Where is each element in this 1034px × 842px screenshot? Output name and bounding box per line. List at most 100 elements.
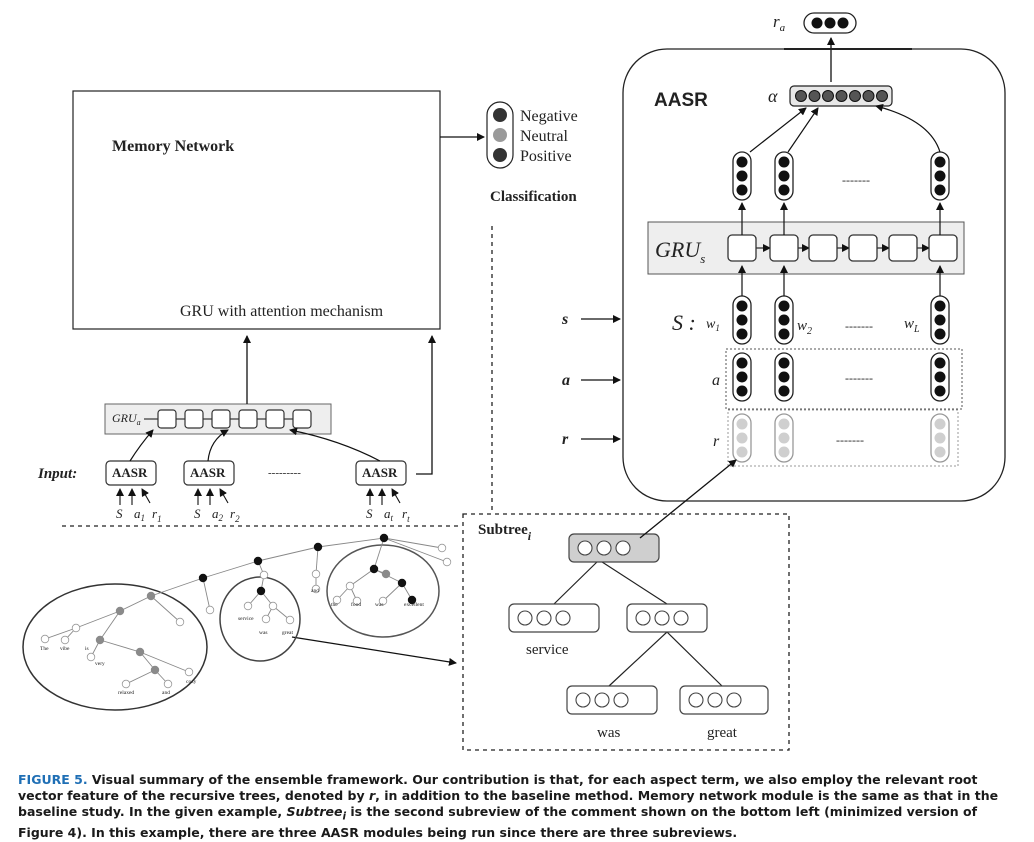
- tree-node: [378, 596, 388, 606]
- r-row-label: r: [713, 433, 720, 450]
- tree-node: [311, 569, 321, 579]
- ext-a-label: a: [562, 372, 570, 389]
- w2-label: w2: [797, 318, 812, 337]
- tree-node: [86, 652, 96, 662]
- tree-edge: [202, 560, 259, 579]
- subtree-node-inner-unit: [654, 610, 670, 626]
- tree-edge: [317, 537, 385, 548]
- label-neutral: Neutral: [520, 128, 569, 145]
- tree-node: [150, 665, 160, 675]
- root-vector-node: [934, 432, 946, 444]
- aspect-vector-node: [736, 357, 748, 369]
- word-vector-node: [934, 328, 946, 340]
- tree-word: service: [238, 616, 254, 622]
- tree-edge: [383, 537, 448, 563]
- tree-edge: [99, 610, 121, 641]
- root-vector-node: [934, 418, 946, 430]
- ra-label: ra: [773, 12, 786, 34]
- input-arrow: [391, 488, 401, 504]
- aspect-vector-node: [778, 371, 790, 383]
- word-vector-node: [934, 314, 946, 326]
- gru-s-cell: [928, 234, 958, 262]
- tree-node: [261, 614, 271, 624]
- tree-edge: [383, 537, 443, 549]
- tree-node: [407, 595, 417, 605]
- tree-edge: [257, 546, 319, 562]
- tree-node: [146, 591, 156, 601]
- root-vector-node: [934, 446, 946, 458]
- input-a: a1: [134, 506, 145, 523]
- input-r: r2: [230, 506, 240, 524]
- alpha-label: α: [768, 86, 778, 106]
- subtree-node-service: [508, 603, 600, 633]
- subtree-panel: Subtreei service was great: [462, 513, 790, 751]
- tree-edge: [315, 546, 319, 575]
- input-r: r1: [152, 506, 162, 524]
- subtree-node-great-unit: [688, 692, 704, 708]
- tree-word: and: [311, 588, 319, 594]
- attention-arrow: [749, 107, 807, 153]
- gru-attention-label: GRU with attention mechanism: [180, 303, 384, 320]
- tree-node: [121, 679, 131, 689]
- subtree-node-service-unit: [555, 610, 571, 626]
- wl-label: wL: [904, 316, 920, 335]
- input-a: at: [384, 506, 394, 523]
- attention-arrow: [787, 107, 819, 153]
- gru-a-cell: [238, 409, 258, 429]
- tree-word: vibe: [60, 646, 70, 652]
- tree-node: [397, 578, 407, 588]
- tree-node: [256, 586, 266, 596]
- subtree-root-node: [568, 533, 660, 563]
- hidden-output-vector-node: [778, 156, 790, 168]
- tree-node: [345, 581, 355, 591]
- root-vector-node: [778, 446, 790, 458]
- subtree-node-was-unit: [594, 692, 610, 708]
- gru-a-layer: GRUa: [104, 403, 332, 435]
- gru-a-cell: [292, 409, 312, 429]
- attention-arrow: [875, 103, 941, 153]
- input-s: S: [194, 506, 201, 521]
- dots-r: -------: [836, 433, 864, 447]
- tree-node: [163, 679, 173, 689]
- caption-text-1: Visual summary of the ensemble framework…: [18, 772, 978, 803]
- tree-node: [95, 635, 105, 645]
- subtree-word-was: was: [597, 725, 620, 741]
- tree-node: [253, 556, 263, 566]
- s-row-label: S :: [672, 310, 696, 335]
- tree-word: great: [282, 630, 293, 636]
- subtree-node-was: [566, 685, 658, 715]
- caption-text-2: , in addition to the baseline method. Me…: [18, 788, 999, 819]
- memory-network-module: Memory Network GRU with attention mechan…: [72, 90, 441, 330]
- label-negative: Negative: [520, 108, 578, 125]
- aspect-vector-node: [736, 371, 748, 383]
- tree-node: [313, 542, 323, 552]
- tree-node: [40, 634, 50, 644]
- tree-node: [369, 564, 379, 574]
- tree-node: [437, 543, 447, 553]
- tree-node: [332, 595, 342, 605]
- subtree-word-service: service: [526, 642, 569, 658]
- tree-node: [259, 570, 269, 580]
- tree-edge: [99, 639, 141, 653]
- aspect-vector-node: [934, 385, 946, 397]
- label-positive: Positive: [520, 148, 572, 165]
- tree-word: was: [259, 630, 268, 636]
- caption-r: r: [368, 788, 376, 803]
- tree-node: [184, 667, 194, 677]
- gru-s-cell: [769, 234, 799, 262]
- subtree-node-was-unit: [613, 692, 629, 708]
- hidden-output-vector-node: [934, 156, 946, 168]
- aasr-input-box: [183, 460, 235, 486]
- w1-label: w1: [706, 317, 720, 333]
- aasr-input-label: AASR: [190, 465, 226, 480]
- tree-edge: [349, 568, 375, 587]
- subtree-word-great: great: [707, 725, 738, 741]
- aspect-vector-node: [934, 357, 946, 369]
- alpha-cell: [795, 90, 807, 102]
- subtree-node-service-unit: [536, 610, 552, 626]
- tree-node: [71, 623, 81, 633]
- subtree-title: Subtreei: [478, 522, 532, 543]
- a-row-label: a: [712, 372, 720, 389]
- gru-s-cell: [848, 234, 878, 262]
- subtree-node-great-unit: [707, 692, 723, 708]
